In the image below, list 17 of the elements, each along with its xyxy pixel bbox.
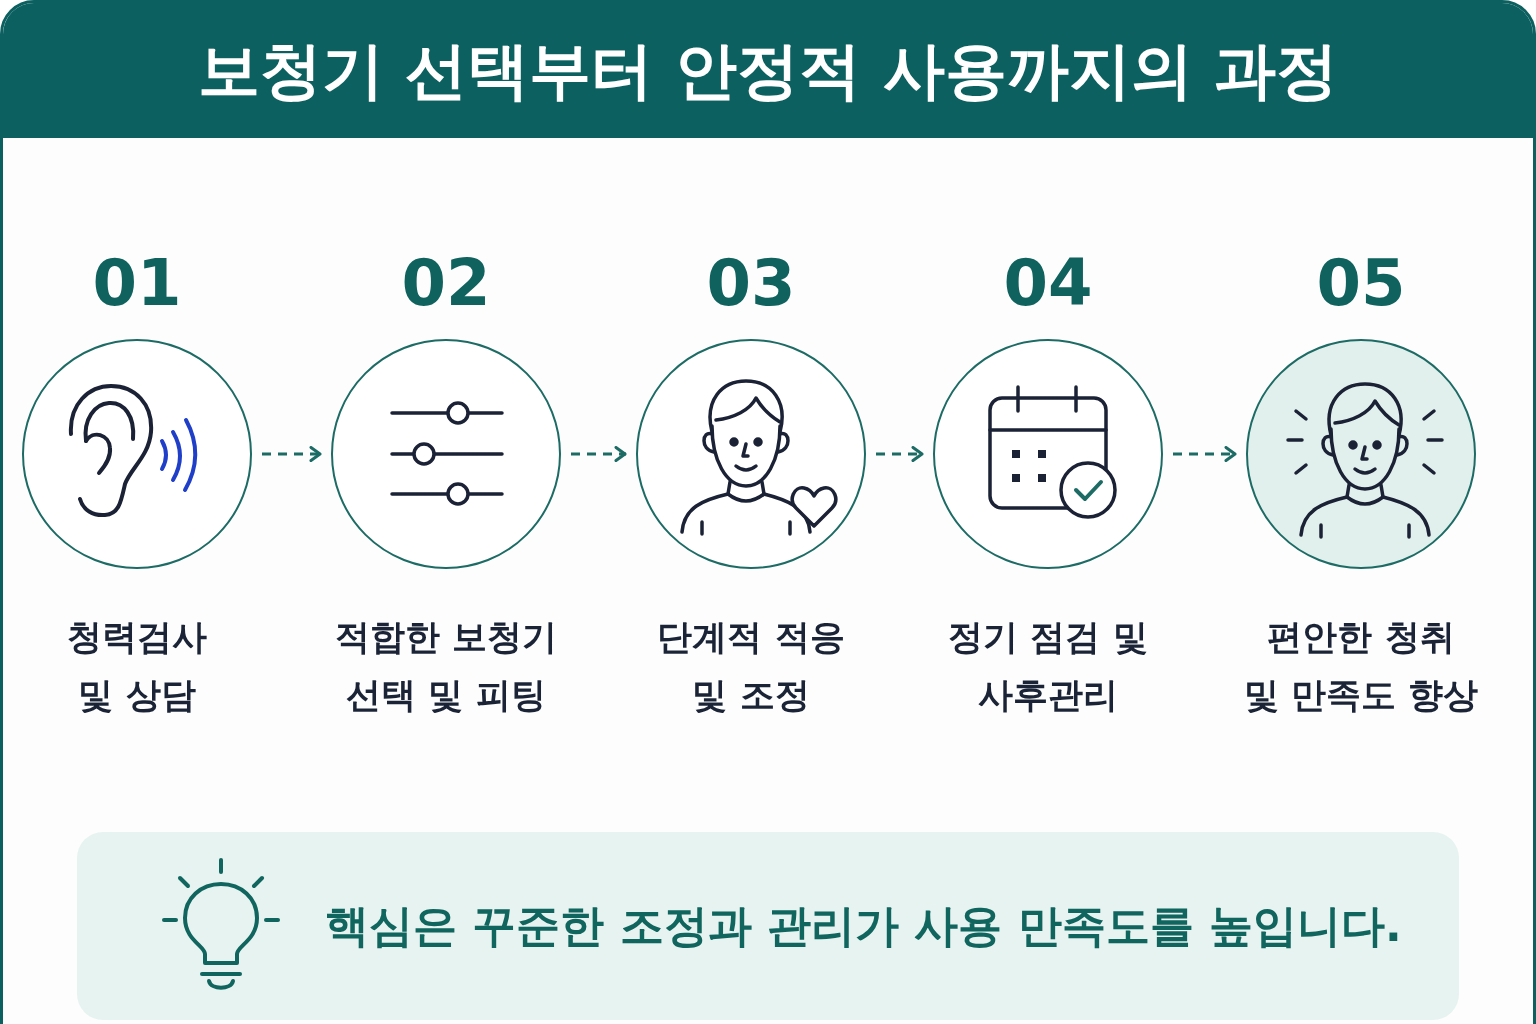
step-number: 04	[1003, 245, 1093, 321]
arrow	[262, 446, 322, 462]
step-label: 편안한 청취 및 만족도 향상	[1243, 616, 1479, 717]
step-number: 05	[1316, 245, 1406, 321]
step-label: 청력검사 및 상담	[67, 616, 207, 717]
step-number: 01	[92, 245, 182, 321]
step-number: 02	[401, 245, 491, 321]
step-number: 03	[706, 245, 796, 321]
step-label: 단계적 적응 및 조정	[657, 616, 845, 717]
arrow	[876, 446, 924, 462]
title: 보청기 선택부터 안정적 사용까지의 과정	[197, 33, 1339, 109]
step-label: 정기 점검 및 사후관리	[948, 616, 1148, 717]
arrow	[571, 446, 627, 462]
step-label: 적합한 보청기 선택 및 피팅	[334, 616, 558, 717]
arrow	[1173, 446, 1237, 462]
note-panel	[77, 832, 1459, 1020]
note-text: 핵심은 꾸준한 조정과 관리가 사용 만족도를 높입니다.	[325, 899, 1402, 953]
